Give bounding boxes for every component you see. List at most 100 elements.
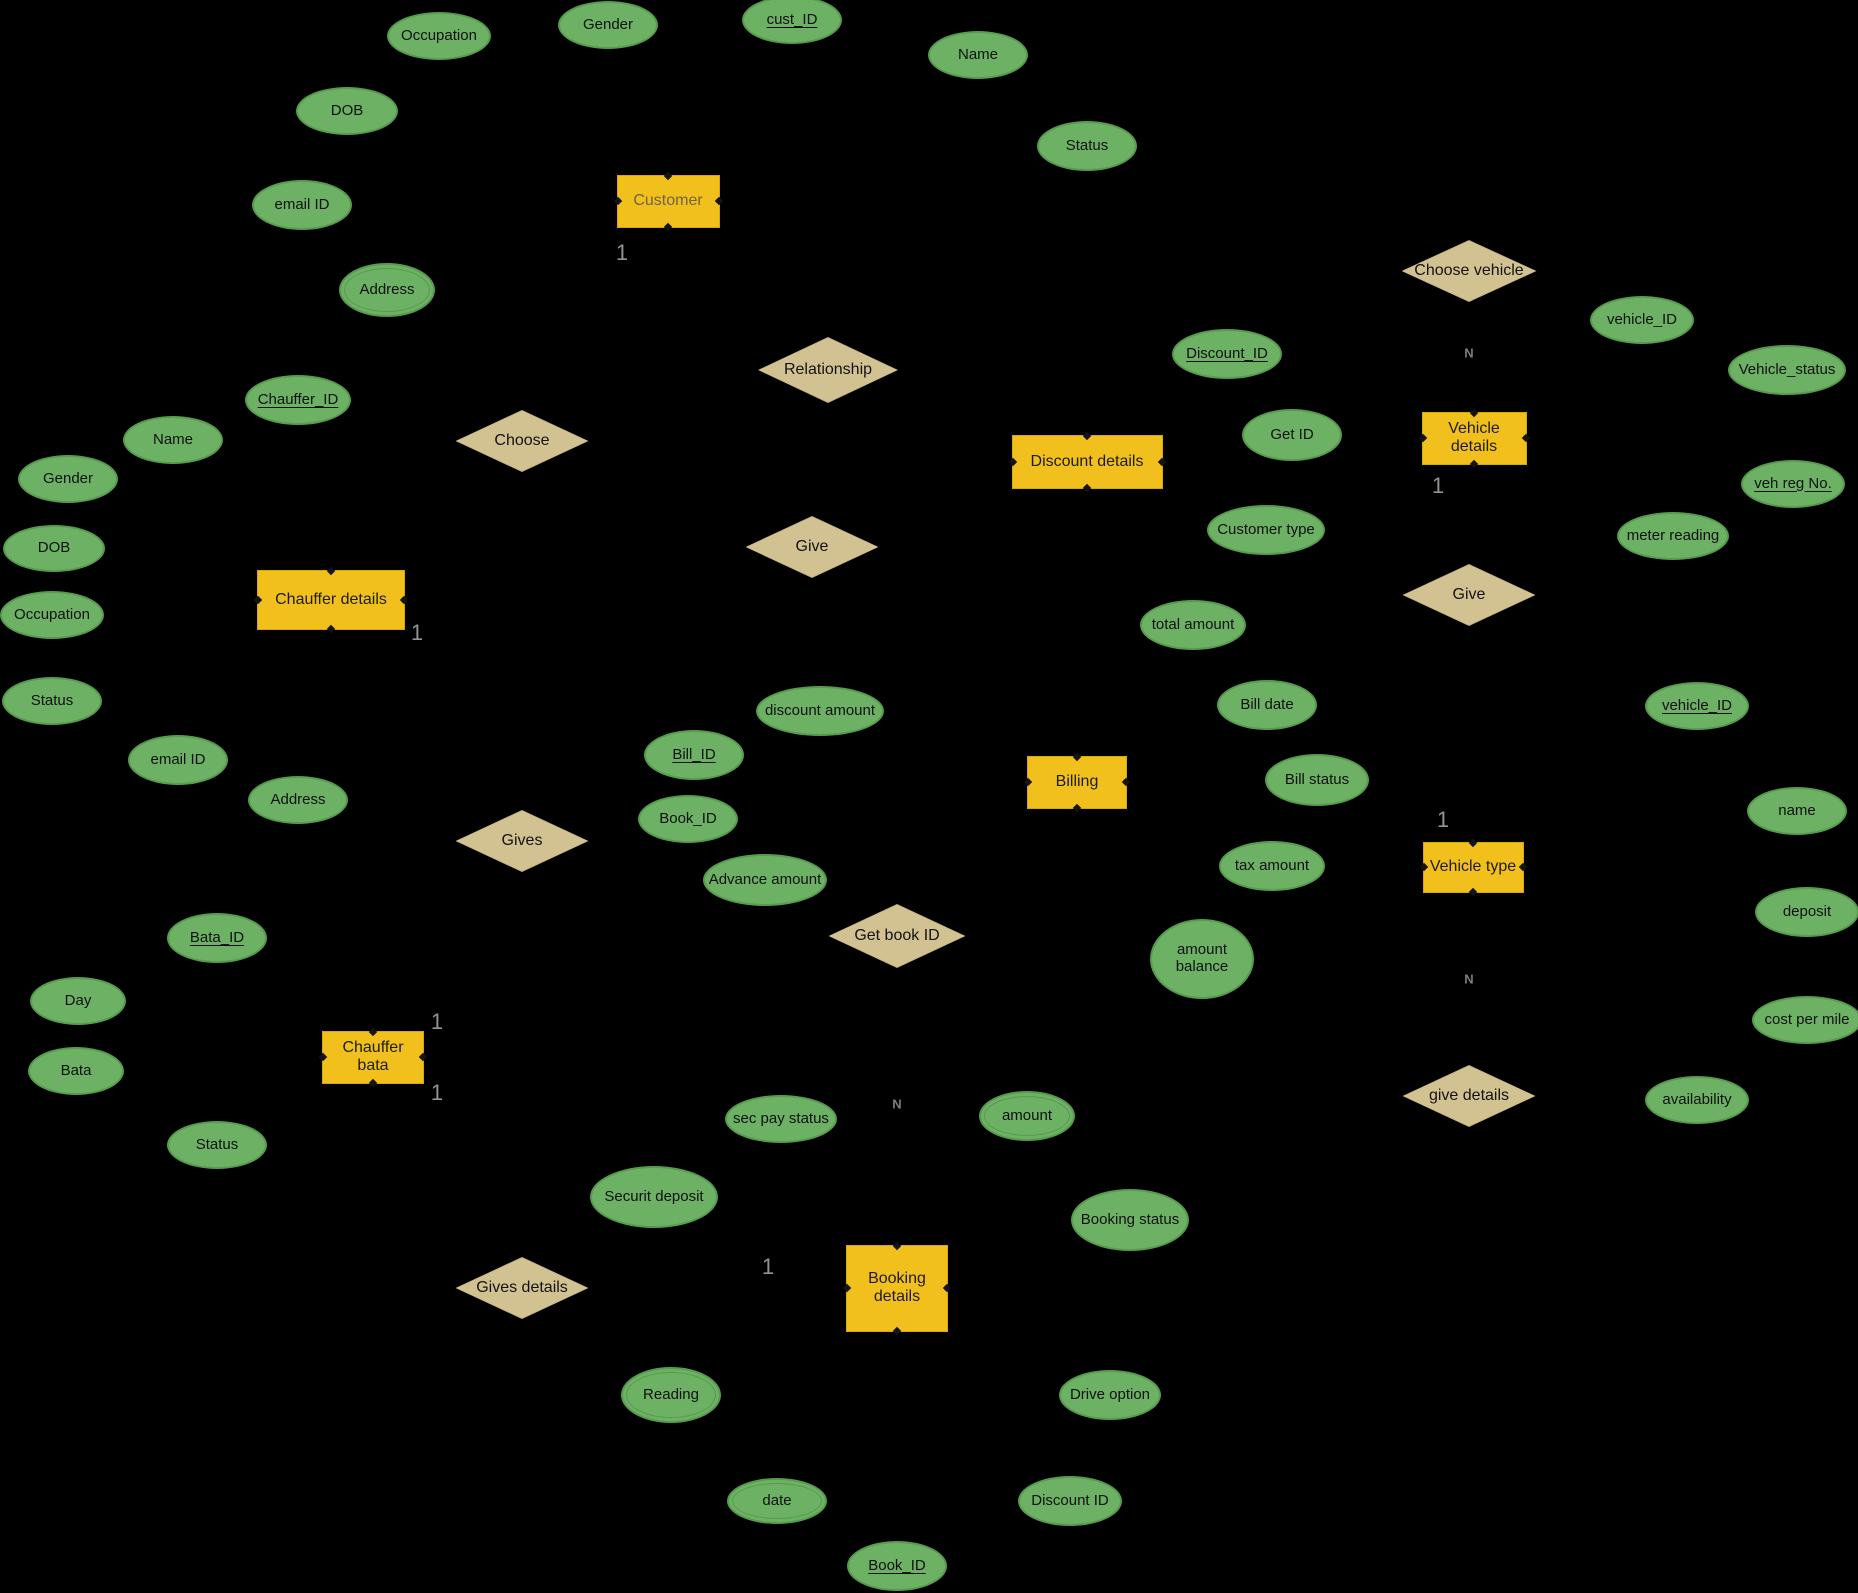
attribute-amount[interactable]: amount — [979, 1091, 1075, 1141]
attribute-label: Drive option — [1069, 1385, 1151, 1403]
attribute-vehicle-id[interactable]: vehicle_ID — [1590, 296, 1694, 344]
attribute-day[interactable]: Day — [30, 977, 126, 1025]
attribute-veh-reg-no[interactable]: veh reg No. — [1741, 460, 1845, 508]
entity-customer[interactable]: Customer — [613, 171, 723, 231]
connector-nub — [368, 1078, 378, 1087]
attribute-book-id[interactable]: Book_ID — [847, 1541, 947, 1591]
attribute-label: Booking status — [1080, 1210, 1180, 1228]
connector-nub — [1072, 752, 1082, 761]
attribute-status[interactable]: Status — [1037, 121, 1137, 171]
attribute-vehicle-status[interactable]: Vehicle_status — [1728, 345, 1846, 395]
attribute-label: tax amount — [1234, 856, 1310, 874]
connector-nub — [842, 1283, 852, 1293]
connector-nub — [942, 1283, 952, 1293]
attribute-discount-id[interactable]: Discount ID — [1018, 1476, 1122, 1526]
attribute-label: name — [1778, 801, 1816, 819]
relationship-give[interactable]: Give — [1402, 564, 1536, 626]
connector-nub — [326, 624, 336, 634]
attribute-status[interactable]: Status — [167, 1121, 267, 1169]
attribute-email-id[interactable]: email ID — [252, 180, 352, 230]
connector-nub — [892, 1326, 902, 1335]
attribute-total-amount[interactable]: total amount — [1140, 600, 1246, 650]
attribute-book-id[interactable]: Book_ID — [638, 795, 738, 843]
entity-billing[interactable]: Billing — [1023, 752, 1131, 812]
entity-booking-details[interactable]: Booking details — [842, 1241, 952, 1335]
connector-nub — [399, 595, 409, 605]
attribute-dob[interactable]: DOB — [296, 87, 398, 135]
attribute-discount-amount[interactable]: discount amount — [756, 686, 884, 736]
attribute-gender[interactable]: Gender — [558, 1, 658, 49]
connector-nub — [663, 171, 673, 180]
entity-chauffer-bata[interactable]: Chauffer bata — [318, 1027, 428, 1087]
relationship-choose[interactable]: Choose — [455, 410, 589, 472]
attribute-label: Name — [957, 45, 998, 63]
inner-ellipse-ring — [984, 1096, 1070, 1136]
attribute-label: Occupation — [401, 26, 477, 44]
relationship-choose-vehicle[interactable]: Choose vehicle — [1401, 240, 1537, 302]
attribute-label: Book_ID — [868, 1556, 926, 1574]
attribute-drive-option[interactable]: Drive option — [1059, 1370, 1161, 1420]
relationship-relationship[interactable]: Relationship — [758, 337, 898, 403]
attribute-label: Name — [152, 430, 193, 448]
attribute-label: Book_ID — [659, 809, 717, 827]
attribute-reading[interactable]: Reading — [621, 1367, 721, 1423]
attribute-bata-id[interactable]: Bata_ID — [167, 913, 267, 963]
attribute-discount-id[interactable]: Discount_ID — [1172, 329, 1282, 379]
entity-discount-details[interactable]: Discount details — [1008, 431, 1166, 493]
attribute-dob[interactable]: DOB — [3, 524, 105, 572]
attribute-label: vehicle_ID — [1661, 696, 1733, 714]
relationship-label: Gives details — [476, 1279, 568, 1297]
relationship-gives[interactable]: Gives — [455, 810, 589, 872]
attribute-securit-deposit[interactable]: Securit deposit — [590, 1166, 718, 1228]
inner-ellipse-ring — [626, 1372, 716, 1418]
attribute-bill-id[interactable]: Bill_ID — [644, 730, 744, 780]
relationship-gives-details[interactable]: Gives details — [455, 1257, 589, 1319]
attribute-gender[interactable]: Gender — [18, 455, 118, 503]
attribute-address[interactable]: Address — [339, 263, 435, 317]
relationship-get-book-id[interactable]: Get book ID — [828, 904, 966, 968]
attribute-cust-id[interactable]: cust_ID — [742, 0, 842, 44]
attribute-occupation[interactable]: Occupation — [0, 591, 104, 639]
entity-label: Discount details — [1030, 453, 1144, 471]
attribute-name[interactable]: Name — [928, 31, 1028, 79]
attribute-email-id[interactable]: email ID — [128, 735, 228, 785]
attribute-advance-amount[interactable]: Advance amount — [703, 854, 827, 906]
attribute-get-id[interactable]: Get ID — [1242, 409, 1342, 461]
attribute-name[interactable]: name — [1747, 787, 1847, 835]
attribute-amount-balance[interactable]: amount balance — [1150, 919, 1254, 999]
attribute-label: date — [762, 1491, 792, 1509]
attribute-vehicle-id[interactable]: vehicle_ID — [1645, 682, 1749, 730]
attribute-label: Vehicle_status — [1738, 360, 1836, 378]
attribute-tax-amount[interactable]: tax amount — [1219, 841, 1325, 891]
attribute-bill-date[interactable]: Bill date — [1217, 680, 1317, 730]
attribute-label: Bill status — [1284, 770, 1350, 788]
entity-vehicle-type[interactable]: Vehicle type — [1419, 838, 1527, 896]
attribute-availability[interactable]: availability — [1645, 1076, 1749, 1124]
attribute-bata[interactable]: Bata — [28, 1047, 124, 1095]
entity-vehicle-details[interactable]: Vehicle details — [1418, 408, 1530, 468]
attribute-label: Address — [359, 280, 415, 298]
attribute-chauffer-id[interactable]: Chauffer_ID — [245, 375, 351, 425]
connector-nub — [1121, 777, 1131, 787]
attribute-cost-per-mile[interactable]: cost per mile — [1752, 996, 1858, 1044]
attribute-occupation[interactable]: Occupation — [387, 12, 491, 60]
attribute-bill-status[interactable]: Bill status — [1265, 754, 1369, 806]
attribute-meter-reading[interactable]: meter reading — [1617, 512, 1729, 560]
relationship-label: Give — [1452, 586, 1486, 604]
attribute-sec-pay-status[interactable]: sec pay status — [725, 1095, 837, 1143]
attribute-customer-type[interactable]: Customer type — [1207, 505, 1325, 555]
relationship-give[interactable]: Give — [745, 516, 879, 578]
attribute-deposit[interactable]: deposit — [1755, 887, 1858, 937]
attribute-date[interactable]: date — [727, 1478, 827, 1524]
attribute-address[interactable]: Address — [248, 776, 348, 824]
relationship-label: Give — [795, 538, 829, 556]
entity-chauffer-details[interactable]: Chauffer details — [253, 566, 409, 634]
connector-nub — [1157, 457, 1166, 467]
attribute-booking-status[interactable]: Booking status — [1071, 1189, 1189, 1251]
attribute-name[interactable]: Name — [123, 416, 223, 464]
relationship-give-details[interactable]: give details — [1402, 1065, 1536, 1127]
attribute-label: email ID — [150, 750, 206, 768]
attribute-status[interactable]: Status — [2, 677, 102, 725]
cardinality-label: 1 — [1436, 807, 1450, 832]
connector-nub — [1419, 862, 1428, 872]
